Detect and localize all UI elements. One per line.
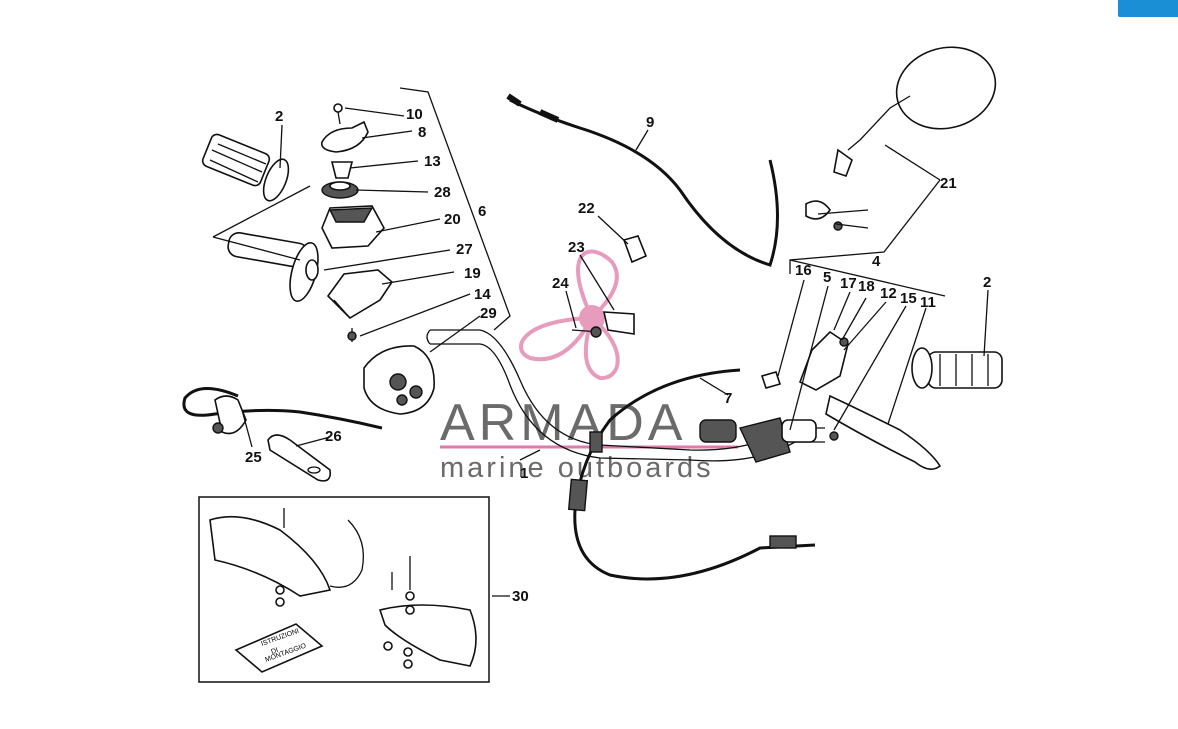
callout-14: 14 (474, 286, 491, 303)
watermark-propeller-icon (519, 249, 620, 381)
callout-16: 16 (795, 262, 812, 279)
callout-24: 24 (552, 275, 569, 292)
callout-17: 17 (840, 275, 857, 292)
callout-1: 1 (520, 465, 528, 482)
kit-box (198, 496, 490, 683)
booklet-line-2: DI (270, 647, 279, 656)
throttle-housing-parts (320, 103, 394, 342)
callout-19: 19 (464, 265, 481, 282)
callout-8: 8 (418, 124, 426, 141)
callout-22: 22 (578, 200, 595, 217)
callout-18: 18 (858, 278, 875, 295)
right-switch-block (699, 417, 817, 463)
callout-12: 12 (880, 285, 897, 302)
switch-housing (363, 345, 435, 415)
callout-2-left: 2 (275, 108, 283, 125)
left-grip (201, 133, 290, 202)
callout-25: 25 (245, 449, 262, 466)
hand-guard-kit: ISTRUZIONI DI MONTAGGIO (209, 508, 477, 673)
brake-lever-assembly (760, 330, 942, 470)
throttle-tube (227, 232, 319, 302)
watermark-subtitle: marine outboards (440, 452, 714, 484)
callout-4: 4 (872, 253, 881, 270)
callout-11: 11 (920, 294, 936, 311)
callout-20: 20 (444, 211, 461, 228)
callout-7: 7 (724, 390, 732, 407)
callout-27: 27 (456, 241, 473, 258)
corner-button[interactable] (1118, 0, 1178, 17)
mirror (805, 46, 997, 231)
left-switch-cable (182, 387, 383, 482)
cable-clips (571, 235, 648, 338)
callout-15: 15 (900, 290, 917, 307)
callout-6: 6 (478, 203, 486, 220)
callout-30: 30 (512, 588, 529, 605)
callout-9: 9 (646, 114, 654, 131)
callout-labels: 1 2 2 4 5 6 7 8 9 10 11 12 13 14 15 16 1… (245, 106, 991, 605)
clutch-cable-upper (509, 98, 779, 267)
callout-21: 21 (940, 175, 957, 192)
callout-2-right: 2 (983, 274, 991, 291)
right-grip (911, 347, 1003, 389)
watermark-title: ARMADA (440, 394, 686, 452)
callout-10: 10 (406, 106, 423, 123)
callout-29: 29 (480, 305, 497, 322)
callout-26: 26 (325, 428, 342, 445)
leader-lines (212, 87, 989, 597)
callout-28: 28 (434, 184, 451, 201)
callout-13: 13 (424, 153, 441, 170)
callout-23: 23 (568, 239, 585, 256)
callout-5: 5 (823, 269, 831, 286)
